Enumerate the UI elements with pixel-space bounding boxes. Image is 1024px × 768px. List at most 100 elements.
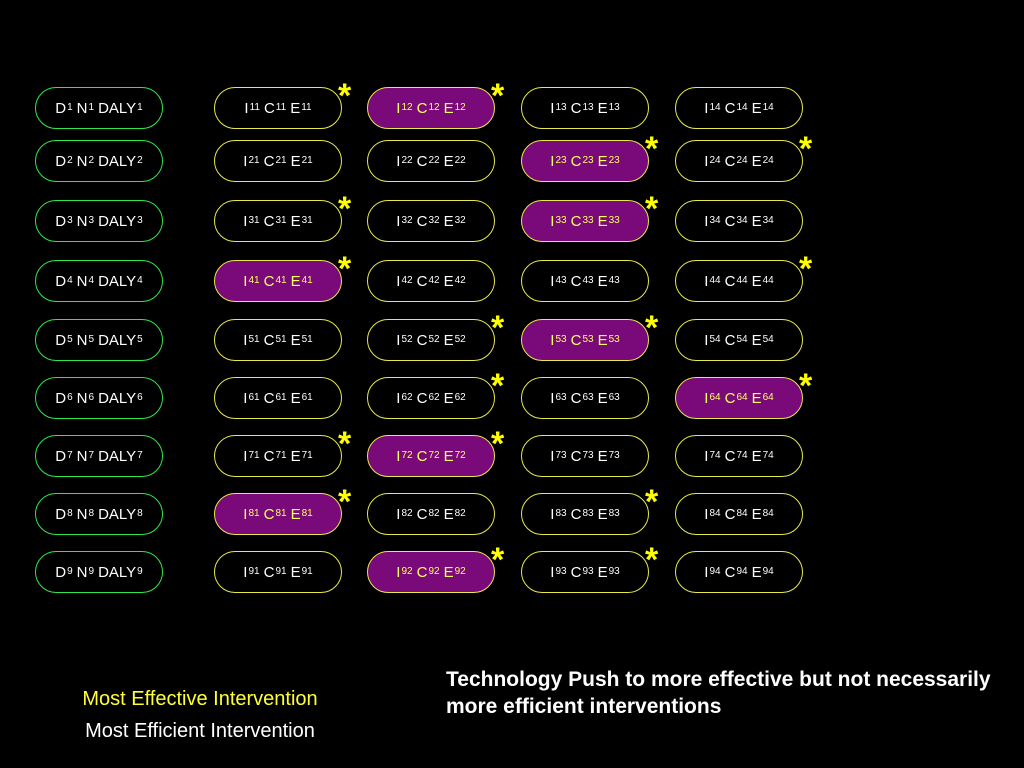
cell-letter: E: [597, 447, 608, 465]
cell-letter: C: [724, 152, 736, 170]
cell-letter: I: [396, 505, 401, 523]
cell-letter: E: [751, 389, 762, 407]
cell-letter: E: [443, 331, 454, 349]
cell-letter: C: [724, 99, 736, 117]
cell-letter: I: [704, 99, 709, 117]
efficiency-star-icon: *: [645, 541, 659, 579]
cell-letter: E: [443, 152, 454, 170]
cell-letter: C: [724, 331, 736, 349]
cell-letter: D: [55, 272, 67, 290]
cell-letter: C: [570, 505, 582, 523]
legend-most-effective: Most Effective Intervention: [82, 688, 318, 710]
cell-letter: C: [570, 99, 582, 117]
cell-letter: D: [55, 331, 67, 349]
cell-letter: C: [416, 447, 428, 465]
cell-letter: I: [550, 212, 555, 230]
cell-letter: D: [55, 389, 67, 407]
cell-letter: DALY: [98, 212, 137, 230]
cell-letter: N: [76, 99, 88, 117]
cell-letter: I: [550, 447, 555, 465]
cell-letter: I: [704, 152, 709, 170]
cell-letter: E: [290, 212, 301, 230]
cell-letter: C: [570, 152, 582, 170]
cell-letter: I: [550, 152, 555, 170]
cell-letter: C: [416, 563, 428, 581]
efficiency-star-icon: *: [799, 367, 813, 405]
cell-letter: E: [597, 563, 608, 581]
cell-letter: E: [597, 212, 608, 230]
cell-letter: C: [724, 212, 736, 230]
cell-letter: I: [550, 331, 555, 349]
cell-letter: E: [597, 272, 608, 290]
cell-letter: DALY: [98, 99, 137, 117]
cell-letter: I: [704, 389, 709, 407]
cell-letter: E: [751, 447, 762, 465]
cell-letter: I: [243, 505, 248, 523]
cell-letter: I: [550, 272, 555, 290]
cell-letter: C: [416, 152, 428, 170]
cell-letter: C: [263, 152, 275, 170]
efficiency-star-icon: *: [338, 250, 352, 288]
cell-letter: I: [243, 152, 248, 170]
cell-letter: N: [76, 272, 88, 290]
cell-letter: E: [290, 272, 301, 290]
cell-letter: DALY: [98, 447, 137, 465]
cell-letter: D: [55, 563, 67, 581]
efficiency-star-icon: *: [645, 483, 659, 521]
cell-letter: E: [443, 563, 454, 581]
cell-letter: I: [704, 447, 709, 465]
cell-letter: I: [550, 563, 555, 581]
efficiency-star-icon: *: [491, 541, 505, 579]
efficiency-star-icon: *: [491, 309, 505, 347]
cell-letter: I: [243, 389, 248, 407]
efficiency-star-icon: *: [799, 250, 813, 288]
cell-letter: D: [55, 99, 67, 117]
cell-letter: DALY: [98, 505, 137, 523]
cell-letter: DALY: [98, 272, 137, 290]
cell-letter: I: [704, 563, 709, 581]
cell-letter: E: [290, 505, 301, 523]
cell-letter: I: [243, 212, 248, 230]
cell-letter: DALY: [98, 563, 137, 581]
cell-letter: E: [751, 152, 762, 170]
cell-letter: E: [597, 505, 608, 523]
cell-letter: C: [416, 389, 428, 407]
cell-letter: I: [396, 447, 401, 465]
efficiency-star-icon: *: [799, 130, 813, 168]
efficiency-star-icon: *: [338, 77, 352, 115]
cell-letter: C: [263, 99, 275, 117]
cell-letter: C: [416, 331, 428, 349]
cell-letter: C: [263, 212, 275, 230]
cell-letter: I: [243, 563, 248, 581]
cell-letter: DALY: [98, 331, 137, 349]
cell-letter: E: [751, 212, 762, 230]
efficiency-star-icon: *: [645, 309, 659, 347]
cell-letter: I: [396, 272, 401, 290]
cell-letter: C: [263, 505, 275, 523]
cell-letter: E: [443, 505, 454, 523]
cell-letter: D: [55, 152, 67, 170]
cell-letter: C: [570, 331, 582, 349]
cell-letter: C: [724, 505, 736, 523]
efficiency-star-icon: *: [491, 425, 505, 463]
cell-letter: I: [243, 331, 248, 349]
cell-letter: E: [290, 563, 301, 581]
